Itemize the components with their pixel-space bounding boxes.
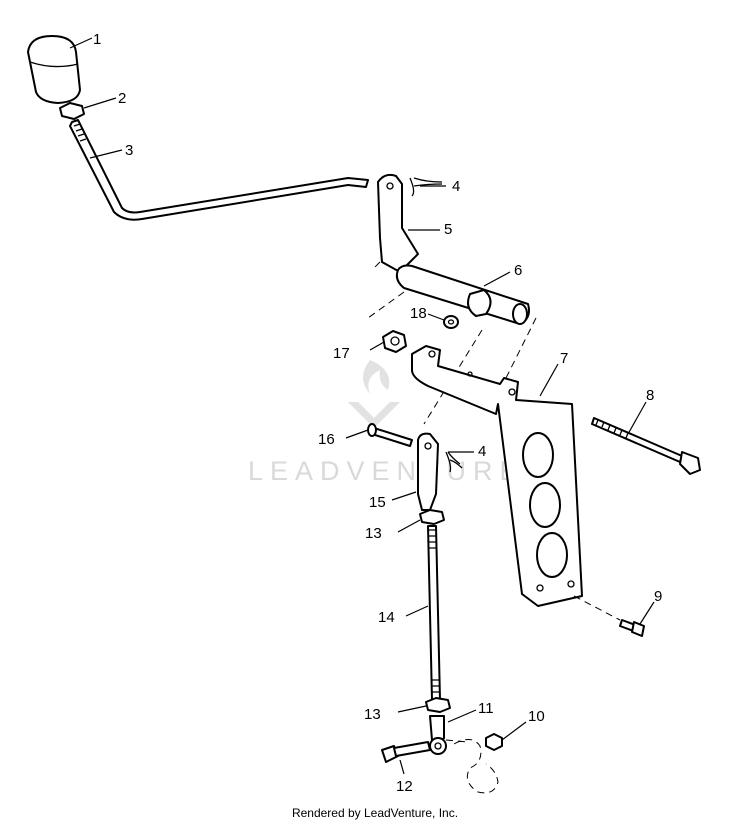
callout-17: 17 <box>333 345 350 362</box>
callout-3: 3 <box>125 142 133 159</box>
callout-13-lower: 13 <box>364 706 381 723</box>
callout-2: 2 <box>118 90 126 107</box>
part-hex-bolt[interactable] <box>381 741 431 763</box>
part-knob[interactable] <box>27 35 81 104</box>
watermark-text: LEADVENTURE <box>248 456 525 486</box>
callout-6: 6 <box>514 262 522 279</box>
part-cotter-pin-upper[interactable] <box>409 177 443 197</box>
part-jam-nut-upper[interactable] <box>419 509 445 525</box>
leader-lines <box>69 37 655 775</box>
part-shift-arm[interactable] <box>371 173 419 273</box>
callout-labels: 1 2 3 4 5 6 7 8 9 10 11 12 13 14 15 16 1… <box>93 31 662 795</box>
callout-4-upper: 4 <box>452 178 460 195</box>
callout-12: 12 <box>396 778 413 795</box>
footer-credit: Rendered by LeadVenture, Inc. <box>291 806 459 820</box>
part-clevis-pin[interactable] <box>367 423 413 447</box>
part-shift-shaft[interactable] <box>367 264 537 425</box>
part-small-bolt[interactable] <box>573 595 645 637</box>
part-mounting-bracket[interactable] <box>411 345 583 607</box>
callout-9: 9 <box>654 588 662 605</box>
part-clevis[interactable] <box>417 432 439 511</box>
callout-18: 18 <box>410 305 427 322</box>
part-cotter-pin-lower[interactable] <box>445 451 463 473</box>
part-jam-nut-lower[interactable] <box>425 697 451 713</box>
callout-5: 5 <box>444 221 452 238</box>
callout-7: 7 <box>560 350 568 367</box>
part-threaded-rod[interactable] <box>427 525 441 701</box>
part-lock-nut[interactable] <box>485 733 503 751</box>
part-rod-end[interactable] <box>429 715 447 755</box>
callout-8: 8 <box>646 387 654 404</box>
callout-16: 16 <box>318 431 335 448</box>
part-shift-rod[interactable] <box>69 119 369 221</box>
callout-10: 10 <box>528 708 545 725</box>
linkage-phantom <box>445 739 499 794</box>
part-long-bolt[interactable] <box>591 417 701 475</box>
callout-14: 14 <box>378 609 395 626</box>
part-hex-nut[interactable] <box>382 330 407 353</box>
leadventure-watermark: LEADVENTURE <box>248 360 525 486</box>
part-washer[interactable] <box>443 315 459 329</box>
callout-13-upper: 13 <box>365 525 382 542</box>
callout-4-lower: 4 <box>478 443 486 460</box>
callout-11: 11 <box>478 700 494 717</box>
callout-1: 1 <box>93 31 101 48</box>
part-jam-nut[interactable] <box>59 102 85 120</box>
callout-15: 15 <box>369 494 386 511</box>
